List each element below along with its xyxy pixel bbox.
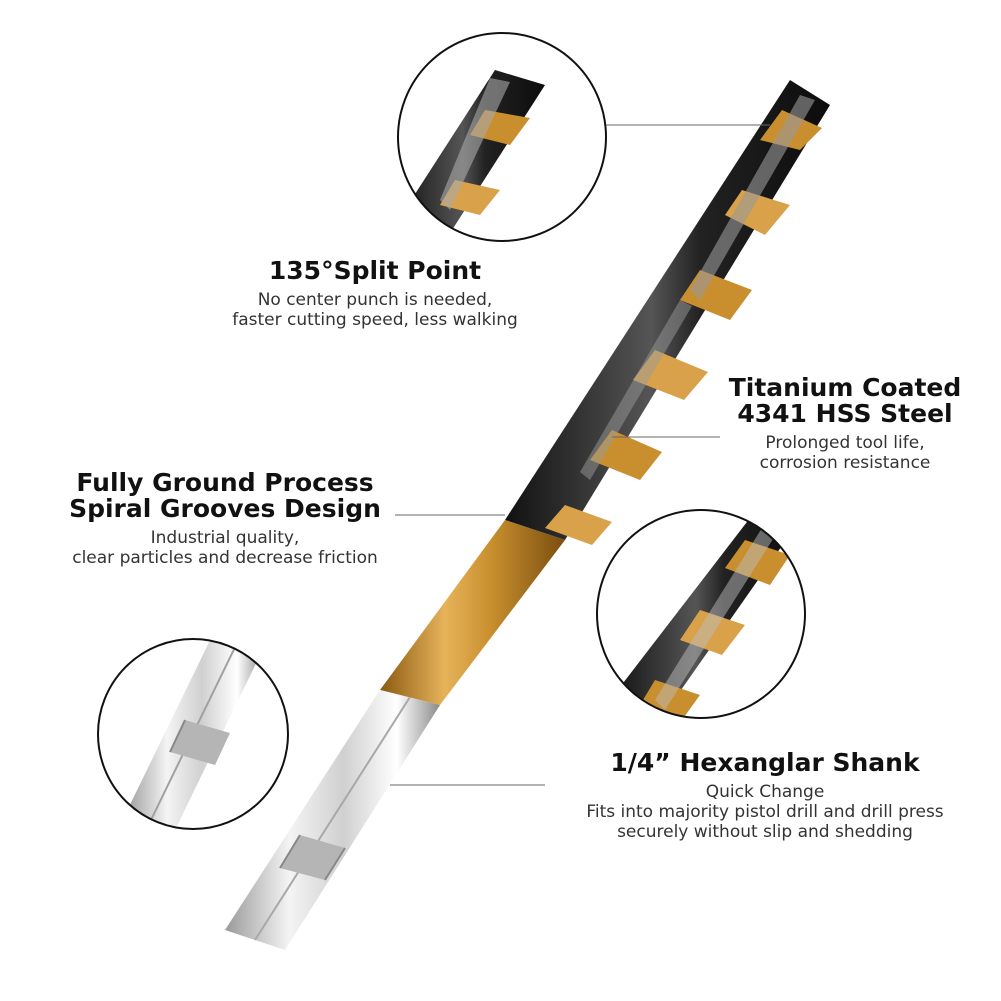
ground-desc-2: clear particles and decrease friction xyxy=(72,548,378,568)
titanium-title-line-2: 4341 HSS Steel xyxy=(737,399,953,428)
titanium-title-line-1: Titanium Coated xyxy=(728,373,962,402)
ground-title-line-2: Spiral Grooves Design xyxy=(69,494,381,523)
flute-zoom-circle xyxy=(596,509,806,719)
shank-desc-3: securely without slip and shedding xyxy=(617,822,913,842)
split-point-title: 135°Split Point xyxy=(268,256,482,285)
split-point-desc-2: faster cutting speed, less walking xyxy=(232,310,518,330)
ground-process-callout: Fully Ground Process Spiral Grooves Desi… xyxy=(15,468,435,569)
drill-bit xyxy=(225,80,830,950)
split-point-zoom-circle xyxy=(397,32,607,242)
titanium-callout: Titanium Coated 4341 HSS Steel Prolonged… xyxy=(700,373,990,474)
shank-title: 1/4” Hexanglar Shank xyxy=(610,748,920,777)
ground-desc-1: Industrial quality, xyxy=(150,528,300,548)
shank-desc-2: Fits into majority pistol drill and dril… xyxy=(586,802,944,822)
ground-title-line-1: Fully Ground Process xyxy=(76,468,374,497)
hex-shank-callout: 1/4” Hexanglar Shank Quick Change Fits i… xyxy=(540,748,990,843)
shank-desc-1: Quick Change xyxy=(705,782,825,802)
split-point-desc-1: No center punch is needed, xyxy=(257,290,493,310)
titanium-desc-2: corrosion resistance xyxy=(759,453,931,473)
split-point-callout: 135°Split Point No center punch is neede… xyxy=(170,256,580,331)
titanium-desc-1: Prolonged tool life, xyxy=(765,433,925,453)
hex-shank-zoom-circle xyxy=(97,638,289,830)
